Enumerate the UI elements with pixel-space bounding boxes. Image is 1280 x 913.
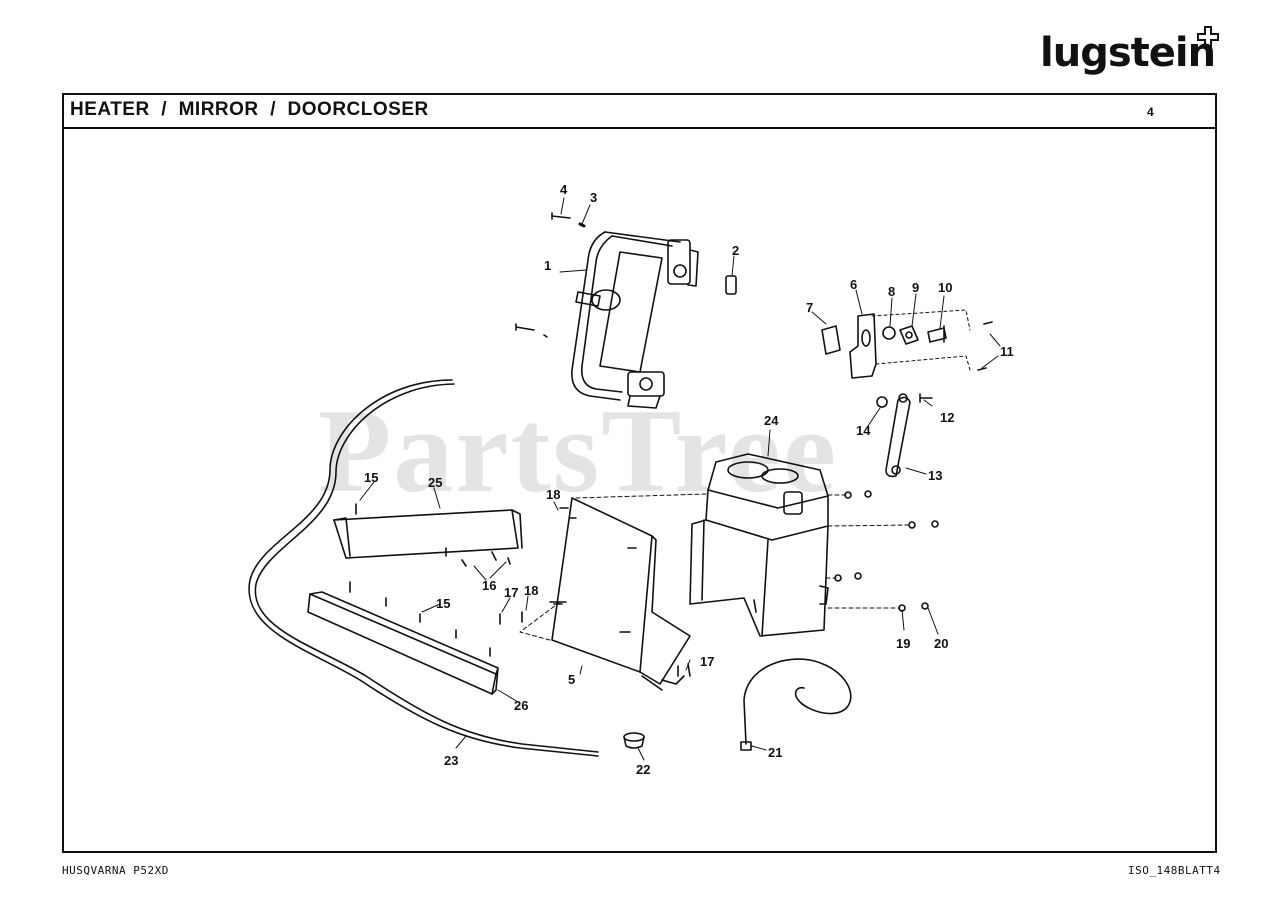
callout-15a: 15	[364, 470, 378, 485]
fasteners-right	[825, 490, 939, 612]
cable-connector	[740, 741, 752, 751]
callout-21: 21	[768, 745, 782, 760]
callout-18a: 18	[546, 487, 560, 502]
callout-5: 5	[568, 672, 575, 687]
callout-20: 20	[934, 636, 948, 651]
callout-12: 12	[940, 410, 954, 425]
callout-labels: 1 2 3 4 5 6 7 8 9 10 11 12 13 14 15 15 1…	[364, 182, 1014, 777]
cable-21	[743, 658, 852, 745]
footer-model: HUSQVARNA P52XD	[62, 864, 169, 877]
callout-3: 3	[590, 190, 597, 205]
callout-10: 10	[938, 280, 952, 295]
callout-11: 11	[1000, 344, 1014, 359]
callout-17a: 17	[504, 585, 518, 600]
callout-8: 8	[888, 284, 895, 299]
page-title: HEATER / MIRROR / DOORCLOSER	[70, 99, 429, 120]
part-2-pin	[725, 275, 737, 295]
logo-cross-icon	[1197, 26, 1219, 48]
lugstein-logo: lugstein	[1040, 26, 1230, 88]
callout-18b: 18	[524, 583, 538, 598]
callout-2: 2	[732, 243, 739, 258]
callout-22: 22	[636, 762, 650, 777]
title-bar: HEATER / MIRROR / DOORCLOSER 4	[64, 95, 1215, 129]
callout-14: 14	[856, 423, 871, 438]
callout-26: 26	[514, 698, 528, 713]
doorcloser-arm	[876, 393, 933, 478]
panel-5	[519, 493, 707, 691]
callout-23: 23	[444, 753, 458, 768]
part-4-screw	[551, 212, 571, 220]
part-3-spacer	[578, 222, 586, 228]
callout-25: 25	[428, 475, 442, 490]
callout-16: 16	[482, 578, 496, 593]
logo-text: lugstein	[1040, 30, 1216, 76]
callout-19: 19	[896, 636, 910, 651]
heater-unit	[689, 453, 829, 637]
footer-sheet-id: ISO_148BLATT4	[1128, 864, 1221, 877]
callout-1: 1	[544, 258, 551, 273]
doorcloser-bracket	[821, 309, 993, 379]
callout-7: 7	[806, 300, 813, 315]
callout-17b: 17	[700, 654, 714, 669]
callout-13: 13	[928, 468, 942, 483]
page-number: 4	[1147, 105, 1154, 119]
callout-24: 24	[764, 413, 779, 428]
cap-22	[623, 732, 645, 749]
hose-23	[248, 379, 599, 757]
callout-6: 6	[850, 277, 857, 292]
channel-26	[307, 581, 499, 695]
mirror-assembly	[571, 231, 699, 409]
callout-4: 4	[560, 182, 568, 197]
callout-9: 9	[912, 280, 919, 295]
channel-25	[333, 503, 523, 567]
callout-15b: 15	[436, 596, 450, 611]
diagram-frame: HEATER / MIRROR / DOORCLOSER 4	[62, 93, 1217, 853]
